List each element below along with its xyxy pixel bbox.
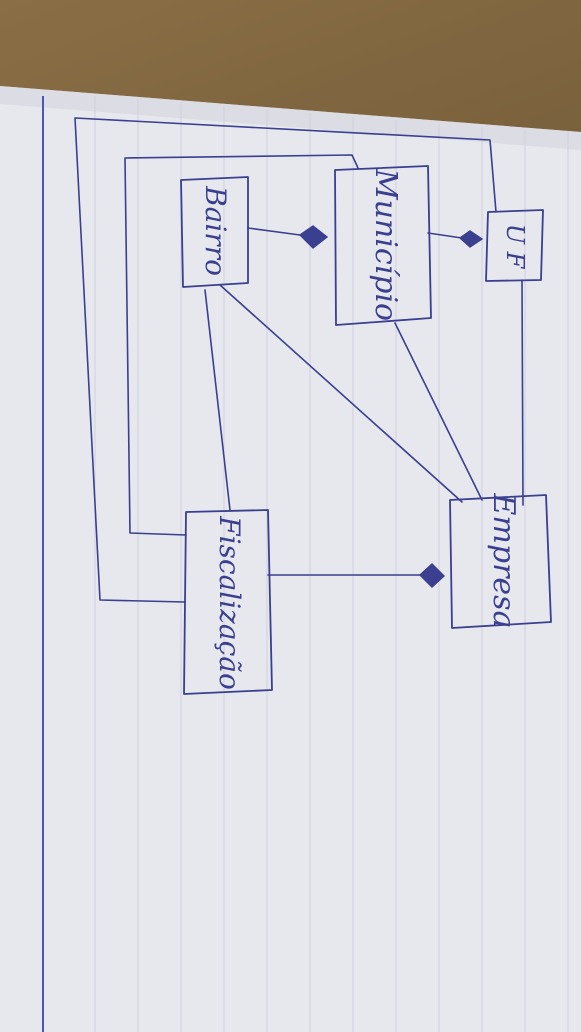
- box-municipio: [334, 165, 432, 326]
- connector-bairro-empresa: [219, 284, 463, 503]
- connector-bairro-municipio: [247, 227, 301, 236]
- diamond-fiscalizacao-empresa: [418, 563, 446, 588]
- connector-municipio-uf: [427, 232, 463, 239]
- box-uf: [485, 209, 544, 282]
- box-empresa: [449, 494, 552, 629]
- connectors: [74, 117, 524, 603]
- rule-lines: [94, 96, 569, 1032]
- box-fiscalizacao: [183, 509, 273, 695]
- connector-municipio-empresa: [394, 322, 483, 501]
- connector-uf-empresa: [521, 279, 524, 506]
- label-municipio: Município: [368, 168, 403, 321]
- entity-boxes: [180, 165, 552, 695]
- composition-diamonds: [298, 225, 484, 588]
- diamond-municipio-uf: [458, 230, 484, 248]
- label-fiscalizacao: Fiscalização: [213, 515, 246, 690]
- paper-sheet: [0, 86, 581, 1032]
- diamond-bairro-municipio: [298, 225, 329, 249]
- label-bairro: Bairro: [199, 185, 232, 276]
- label-empresa: Empresa: [486, 493, 521, 629]
- paper-shadow: [0, 86, 581, 150]
- connector-uf-fiscalizacao: [74, 117, 497, 603]
- box-bairro: [180, 176, 249, 288]
- connector-bairro-fiscalizacao: [204, 289, 231, 511]
- connector-municipio-fiscalizacao: [124, 154, 359, 536]
- label-uf: U F: [501, 224, 529, 270]
